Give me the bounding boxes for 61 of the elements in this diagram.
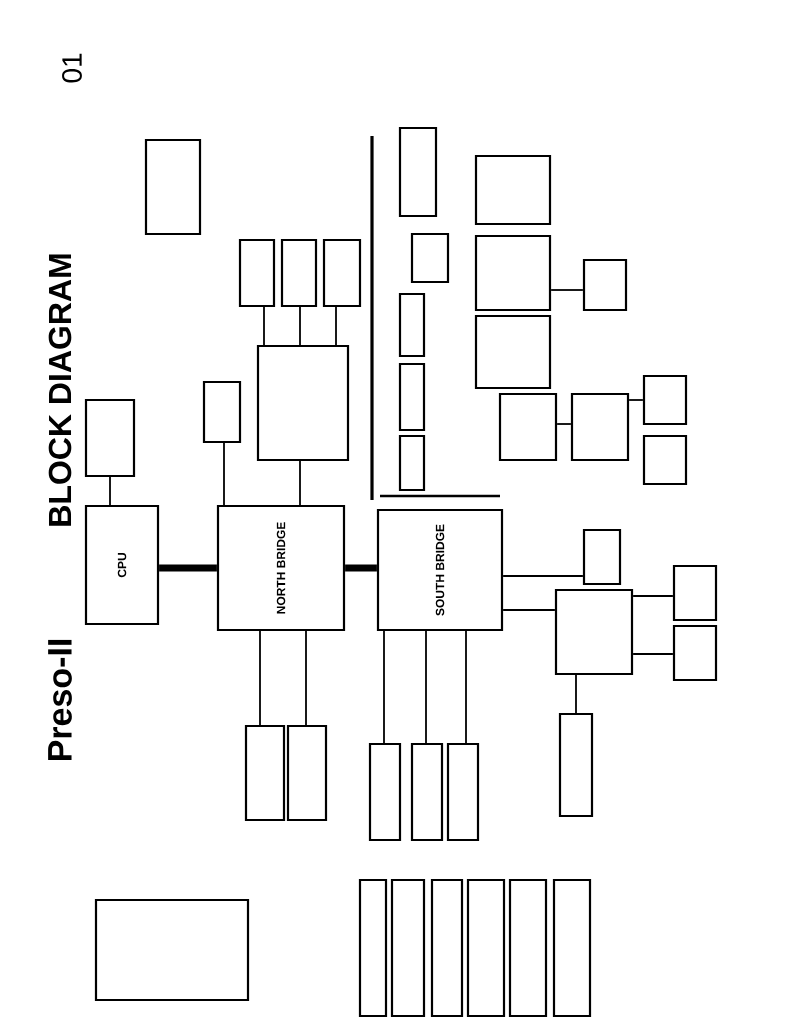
block-box [410, 232, 450, 284]
connector-line [502, 609, 556, 611]
block-box [286, 724, 328, 822]
block-box [398, 434, 426, 492]
block-box [474, 314, 552, 390]
connector-line [345, 564, 377, 572]
project-name: Preso-II [48, 639, 72, 761]
block-box [358, 878, 388, 1018]
connector-line [632, 595, 674, 597]
connector-line [335, 306, 337, 346]
block-box [280, 238, 318, 308]
block-box [498, 392, 558, 462]
connector-line [223, 442, 225, 506]
block-box [390, 878, 426, 1018]
connector-line [556, 423, 572, 425]
connector-line [159, 564, 217, 572]
connector-line [383, 630, 385, 744]
block-box [398, 292, 426, 358]
block-box [570, 392, 630, 462]
connector-line [299, 306, 301, 346]
connector-line [465, 630, 467, 744]
connector-line [259, 630, 261, 726]
block-box [202, 380, 242, 444]
block-box [508, 878, 548, 1018]
connector-line [575, 674, 577, 714]
connector-line [263, 306, 265, 346]
block-box [322, 238, 362, 308]
block-box [642, 374, 688, 426]
block-box [256, 344, 350, 462]
block-box [84, 398, 136, 478]
connector-line [299, 460, 301, 506]
block-box [672, 624, 718, 682]
block-box [474, 234, 552, 312]
block-box [672, 564, 718, 622]
block-box [582, 258, 628, 312]
block-box [244, 724, 286, 822]
connector-line [550, 289, 584, 291]
connector-line [109, 476, 111, 506]
block-box [554, 588, 634, 676]
block-box [474, 154, 552, 226]
title: BLOCK DIAGRAM [48, 254, 72, 526]
connector-line [628, 399, 644, 401]
block-box [582, 528, 622, 586]
block-box [398, 126, 438, 218]
block-box [410, 742, 444, 842]
block-box [642, 434, 688, 486]
block-box [552, 878, 592, 1018]
block-box [398, 362, 426, 432]
block-box [466, 878, 506, 1018]
block-box [94, 898, 250, 1002]
page-number: 01 [62, 53, 82, 83]
block-box [238, 238, 276, 308]
block-box [558, 712, 594, 818]
connector-line [632, 653, 674, 655]
connector-line [305, 630, 307, 726]
block-box [446, 742, 480, 842]
block-box [368, 742, 402, 842]
block-box [430, 878, 464, 1018]
connector-line [425, 630, 427, 744]
connector-line [502, 575, 584, 577]
block-box [144, 138, 202, 236]
